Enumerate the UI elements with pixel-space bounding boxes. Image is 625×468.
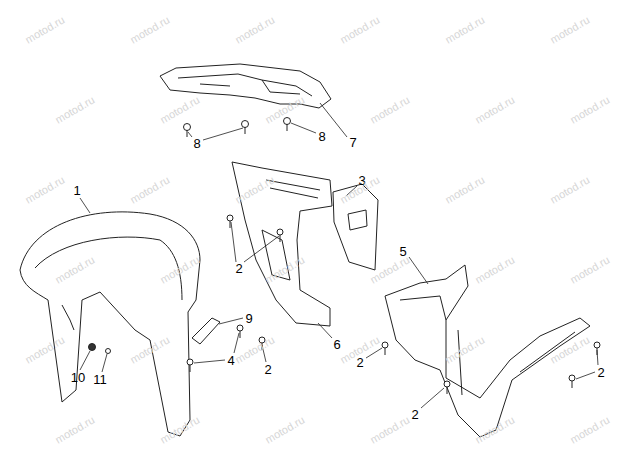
callout-number: 7 [349,136,356,149]
callout-number: 8 [318,130,325,143]
watermark: motod.ru [443,334,486,365]
plate-slot [348,210,367,230]
watermark: motod.ru [568,414,611,445]
watermark: motod.ru [233,174,276,205]
watermark: motod.ru [23,174,66,205]
watermark: motod.ru [128,334,171,365]
watermark: motod.ru [53,414,96,445]
watermark: motod.ru [473,254,516,285]
watermark: motod.ru [568,94,611,125]
watermark: motod.ru [158,414,201,445]
watermark: motod.ru [128,14,171,45]
callout-number: 11 [93,373,107,386]
watermark: motod.ru [263,414,306,445]
watermark: motod.ru [263,94,306,125]
watermark: motod.ru [548,334,591,365]
callout-number: 6 [333,338,340,351]
small-bracket [192,318,220,344]
watermark: motod.ru [548,14,591,45]
callout-number: 8 [193,137,200,150]
callout-number: 9 [245,312,252,325]
upper-bracket-detail [178,74,312,96]
front-fender [20,212,200,436]
watermark: motod.ru [128,174,171,205]
callout-number: 2 [597,366,604,379]
watermark: motod.ru [473,414,516,445]
callout-number: 2 [264,363,271,376]
watermark: motod.ru [53,94,96,125]
watermark: motod.ru [53,254,96,285]
watermark: motod.ru [23,334,66,365]
watermark: motod.ru [568,254,611,285]
watermark: motod.ru [158,254,201,285]
watermark: motod.ru [368,94,411,125]
washer [106,349,111,354]
watermark: motod.ru [263,254,306,285]
callout-number: 10 [71,371,85,384]
watermark: motod.ru [158,94,201,125]
watermark: motod.ru [23,14,66,45]
watermark: motod.ru [473,94,516,125]
leader-lines [80,103,598,408]
watermark: motod.ru [368,254,411,285]
side-panel [232,162,332,326]
nut [89,344,96,351]
callout-number: 2 [411,408,418,421]
watermark: motod.ru [443,14,486,45]
watermark: motod.ru [233,14,276,45]
callout-number: 1 [73,184,80,197]
screws [184,118,601,395]
callout-number: 2 [235,262,242,275]
front-fender-detail [35,237,182,330]
fairing-cowl-detail [400,296,575,395]
watermark: motod.ru [548,174,591,205]
watermark: motod.ru [338,14,381,45]
watermark: motod.ru [368,414,411,445]
watermark: motod.ru [443,174,486,205]
watermark: motod.ru [233,334,276,365]
